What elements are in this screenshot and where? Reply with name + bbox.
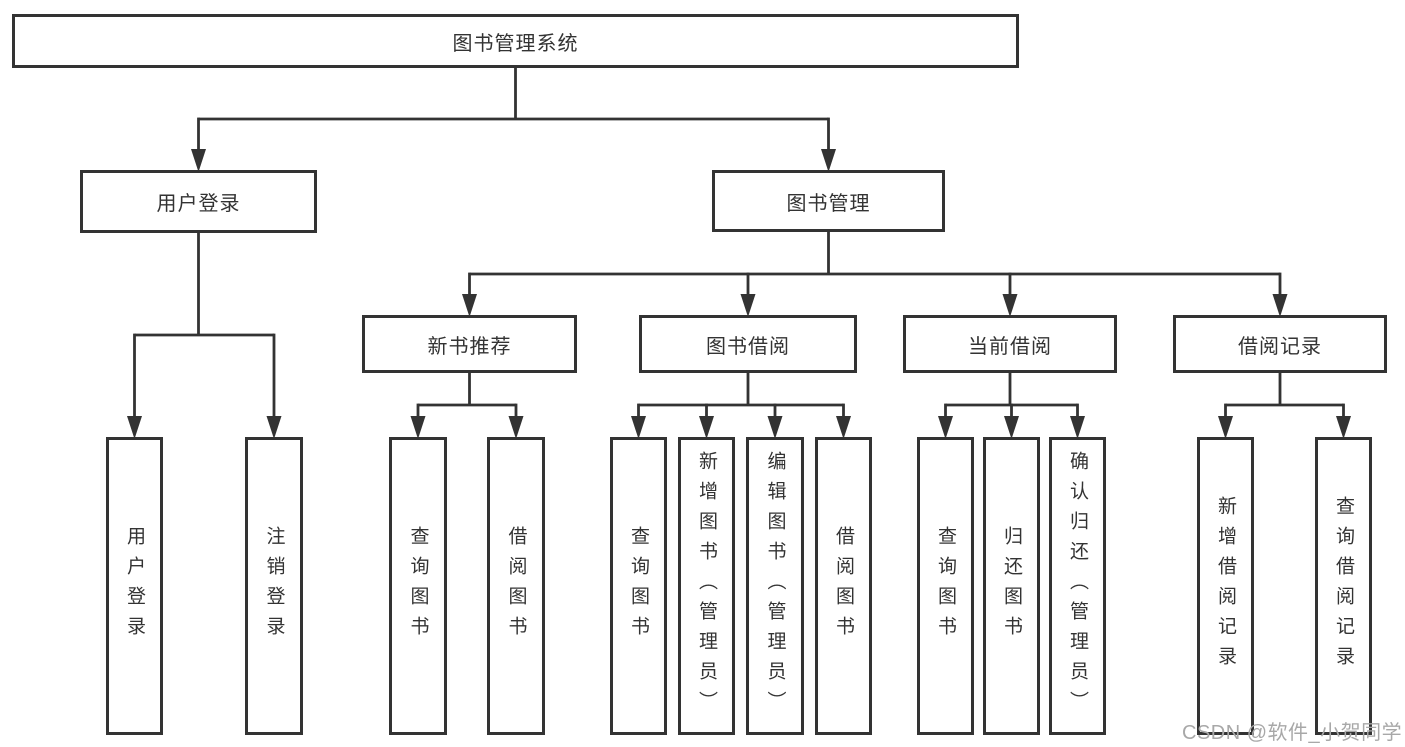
node-label: 用户登录 [156,193,241,215]
node-borrow-book-2: 借阅图书 [815,437,872,735]
node-label: 用户登录 [124,526,145,646]
watermark: CSDN @软件_小贺同学 [1182,722,1403,744]
node-label: 查询借阅记录 [1333,496,1354,676]
node-borrow-book-1: 借阅图书 [487,437,545,735]
node-query-book-2: 查询图书 [610,437,667,735]
node-label: 注销登录 [263,526,285,646]
node-query-borrow-record: 查询借阅记录 [1315,437,1372,735]
node-label: 查询图书 [935,526,956,646]
node-new-book-rec: 新书推荐 [362,315,577,373]
node-label: 借阅图书 [833,526,854,646]
node-label: 借阅记录 [1238,335,1322,358]
node-confirm-return: 确认归还（管理员） [1049,437,1106,735]
node-label: 编辑图书（管理员） [764,451,786,721]
node-add-borrow-record: 新增借阅记录 [1197,437,1254,735]
node-query-book-1: 查询图书 [389,437,447,735]
node-label: 归还图书 [1001,526,1022,646]
node-label: 确认归还（管理员） [1067,451,1088,721]
node-current-borrow: 当前借阅 [903,315,1117,373]
node-query-book-3: 查询图书 [917,437,974,735]
node-return-book: 归还图书 [983,437,1040,735]
node-book-mgmt: 图书管理 [712,170,945,232]
node-login: 用户登录 [106,437,163,735]
node-logout: 注销登录 [245,437,303,735]
node-label: 借阅图书 [505,526,527,646]
node-label: 当前借阅 [968,335,1052,358]
node-label: 新增借阅记录 [1215,496,1236,676]
node-label: 图书借阅 [706,335,790,358]
node-borrow-records: 借阅记录 [1173,315,1387,373]
node-book-borrow: 图书借阅 [639,315,857,373]
node-add-book: 新增图书（管理员） [678,437,735,735]
node-label: 图书管理 [786,192,871,215]
node-user-login: 用户登录 [80,170,317,233]
node-label: 查询图书 [628,526,649,646]
node-label: 图书管理系统 [452,32,579,55]
node-label: 新增图书（管理员） [696,451,717,721]
node-edit-book: 编辑图书（管理员） [746,437,804,735]
node-label: 新书推荐 [427,335,512,358]
node-label: 查询图书 [407,526,429,646]
node-root: 图书管理系统 [12,14,1019,68]
